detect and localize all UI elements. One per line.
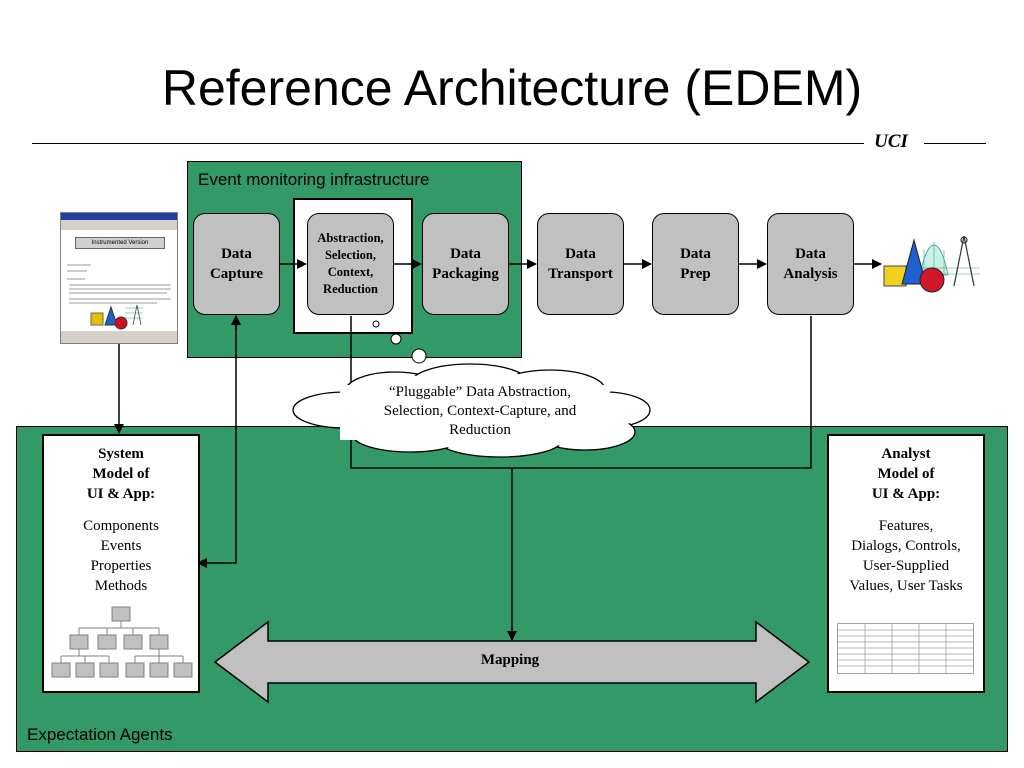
arrow-capture-to-system-model [197,318,237,568]
thumbnail-content [67,264,171,330]
thumbnail-titlebar [61,213,177,220]
thumbnail-title: Instrumented Version [75,237,165,249]
thumbnail-statusbar [61,331,177,343]
stage-abstraction: Abstraction, Selection, Context, Reducti… [307,213,394,315]
thought-bubble-small [372,320,380,328]
title-rule-right [924,143,986,144]
event-monitoring-label: Event monitoring infrastructure [198,170,430,189]
analyst-model-title: Analyst Model of UI & App: [871,446,941,502]
hierarchy-tree-icon [51,606,193,678]
system-model-items: Components Events Properties Methods [83,518,159,594]
instrumented-app-thumbnail: Instrumented Version [60,212,178,344]
system-model-title: System Model of UI & App: [86,446,156,502]
expectation-agents-label: Expectation Agents [27,725,173,744]
thumbnail-toolbar [61,220,177,230]
analyst-model-box: Analyst Model of UI & App: Features, Dia… [827,434,985,693]
cloud-text: “Pluggable” Data Abstraction, Selection,… [383,384,577,438]
system-model-box: System Model of UI & App: Components Eve… [42,434,200,693]
analyst-model-items: Features, Dialogs, Controls, User-Suppli… [849,518,963,594]
thought-bubble-large [411,348,427,364]
analysis-output-clipart-icon [883,235,980,293]
title-rule-left [32,143,864,144]
thought-bubble-medium [390,333,402,345]
spreadsheet-grid-icon [837,623,974,674]
mapping-double-arrow [213,620,811,704]
pluggable-cloud-fill [295,366,648,455]
uci-brand: UCI [874,131,908,152]
slide-title: Reference Architecture (EDEM) [161,60,863,116]
mapping-label: Mapping [480,652,540,668]
